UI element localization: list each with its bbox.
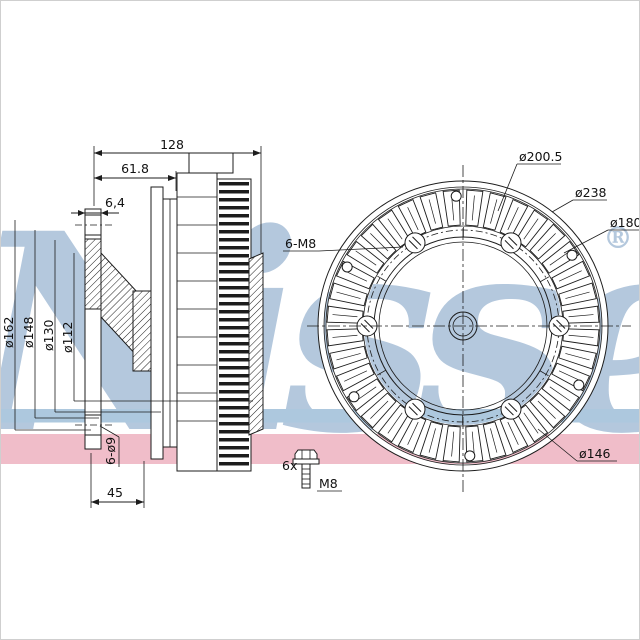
top-cap	[188, 152, 234, 174]
gear-teeth-ring	[326, 189, 600, 463]
hardware-qty-label: 6x	[282, 458, 297, 473]
dia-outer-label: ø238	[575, 185, 607, 200]
body-plate-lines	[177, 196, 217, 422]
dim-overall-width-label: 128	[160, 137, 184, 152]
dia-148-label: ø148	[21, 316, 36, 348]
registered-trademark-symbol: ®	[603, 221, 633, 256]
rear-hatched-section	[248, 252, 264, 436]
front-view	[307, 165, 631, 493]
clutch-body	[176, 172, 218, 472]
dia-112-label: ø112	[60, 321, 75, 353]
bolt-icon	[292, 449, 320, 489]
dim-front-width-label: 61.8	[121, 161, 149, 176]
dim-flange-label: 6,4	[105, 195, 125, 210]
dia-pilot-label: ø146	[579, 446, 611, 461]
dim-rear-label: 45	[107, 485, 123, 500]
dia-bolt-circle-label: ø180	[610, 215, 639, 230]
dia-162-label: ø162	[1, 316, 16, 348]
dimensions: 128 61.8 6,4 ø162 ø148 ø130 ø112 6-ø9	[1, 137, 639, 508]
dia-ring-label: ø200.5	[519, 149, 562, 164]
thread-count-label: 6-M8	[285, 236, 316, 251]
rivets	[341, 190, 585, 462]
fan-mounting-disc	[150, 186, 164, 460]
dia-130-label: ø130	[41, 319, 56, 351]
hardware-thread-label: M8	[319, 476, 338, 491]
side-view	[75, 152, 264, 472]
fan-holes-label: 6-ø9	[103, 437, 118, 465]
